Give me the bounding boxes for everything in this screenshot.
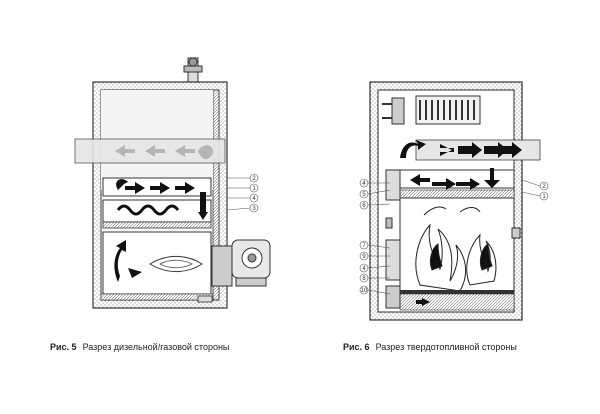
ash-pan-arrows [416, 298, 430, 306]
hot-gas-arrows [116, 179, 208, 220]
callout-6-l-c: 6 [362, 203, 366, 209]
callout-5-d: 3 [252, 206, 256, 212]
figure-6-callouts-left [359, 178, 391, 295]
circulation-arrow [114, 240, 142, 282]
coil-heat-exchanger [382, 95, 481, 125]
figure-5-section: 2 1 4 3 [74, 57, 271, 309]
callout-5-c: 4 [252, 196, 256, 202]
callout-6-l-f: 4 [362, 266, 366, 272]
figure-5-callouts [226, 173, 259, 213]
callout-6-l-d: 7 [362, 243, 366, 249]
figure-5-label: Рис. 5 [50, 342, 77, 352]
flame [149, 256, 203, 272]
figure-5-caption-text: Разрез дизельной/газовой стороны [82, 342, 230, 352]
callout-6-r-b: 1 [542, 194, 546, 200]
combustion-flames [415, 206, 497, 292]
callout-6-l-b: 5 [362, 192, 366, 198]
top-connection-pipe [183, 57, 203, 83]
figure-6-caption-text: Разрез твердотопливной стороны [375, 342, 517, 352]
flue-gas-arrows [115, 145, 213, 160]
figure-6-caption: Рис. 6 Разрез твердотопливной стороны [343, 342, 517, 352]
figure-6-callouts-right [521, 179, 549, 201]
figure-5-caption: Рис. 5 Разрез дизельной/газовой стороны [50, 342, 229, 352]
callout-5-b: 1 [252, 186, 256, 192]
loading-door[interactable] [385, 169, 401, 229]
callout-6-l-g: 8 [362, 276, 366, 282]
flue-arrows-top [400, 140, 522, 158]
flue-arrows-mid [410, 168, 500, 190]
callout-6-l-e: 9 [362, 254, 366, 260]
burner-unit[interactable] [211, 239, 271, 287]
callout-6-l-h: 10 [361, 288, 368, 294]
figure-6-section: 2 1 4 5 6 7 9 4 8 10 [359, 81, 549, 321]
figure-6-label: Рис. 6 [343, 342, 370, 352]
callout-5-a: 2 [252, 176, 256, 182]
callout-6-r-a: 2 [542, 184, 546, 190]
callout-6-l-a: 4 [362, 181, 366, 187]
ash-door[interactable] [385, 239, 401, 309]
